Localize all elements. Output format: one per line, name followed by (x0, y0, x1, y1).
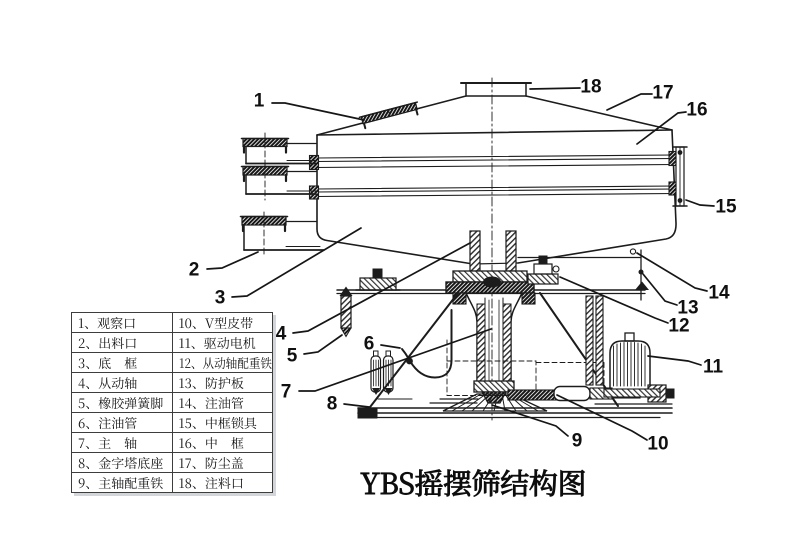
base-plate (357, 398, 673, 419)
leader-line-10 (556, 394, 648, 441)
callout-7: 7 (280, 381, 292, 403)
callout-1: 1 (253, 90, 265, 112)
callout-12: 12 (668, 315, 690, 337)
legend-cell-right: 17、防尘盖 (171, 452, 273, 473)
legend-cell-right: 15、中框锁具 (171, 412, 273, 433)
legend-cell-right: 16、中 框 (171, 432, 273, 453)
dust-cover (316, 82, 673, 136)
legend-cell-left: 2、出料口 (71, 332, 173, 353)
leader-line-11 (647, 355, 702, 366)
callout-18: 18 (580, 76, 602, 98)
leader-line-8 (343, 403, 370, 408)
discharge-spout-3 (239, 211, 325, 257)
flange-band-lower (308, 181, 679, 200)
callout-4: 4 (275, 323, 287, 345)
callout-14: 14 (708, 282, 730, 304)
callout-13: 13 (677, 297, 699, 319)
legend-cell-right: 11、驱动电机 (171, 332, 273, 353)
callout-5: 5 (286, 345, 298, 367)
leader-line-5 (303, 334, 343, 355)
leader-line-9 (491, 404, 569, 437)
legend-cell-left: 4、从动轴 (71, 372, 173, 393)
leader-line-6 (380, 344, 401, 349)
legend-cell-right: 10、V型皮带 (171, 312, 273, 333)
leader-line-4 (292, 242, 471, 334)
machine-body (239, 77, 688, 421)
discharge-spout-2 (240, 162, 317, 201)
legend-cell-right: 18、注料口 (171, 472, 273, 493)
drive-motor (609, 332, 651, 390)
frame-lock (672, 146, 688, 207)
callout-17: 17 (652, 82, 674, 104)
rubber-spring-foot (339, 286, 353, 338)
discharge-spout-1 (240, 132, 317, 171)
feed-inlet (460, 82, 532, 97)
callout-16: 16 (686, 99, 708, 121)
callout-11: 11 (702, 356, 724, 378)
main-shaft-assembly (445, 230, 536, 404)
leader-line-12 (559, 276, 669, 324)
leader-line-1 (271, 102, 365, 121)
oil-pipes (370, 350, 394, 395)
legend-cell-left: 5、橡胶弹簧脚 (71, 392, 173, 413)
leader-line-15 (685, 199, 715, 207)
legend-cell-left: 9、主轴配重铁 (71, 472, 173, 493)
callout-6: 6 (363, 333, 375, 355)
diagram-title: YBS摇摆筛结构图 (360, 462, 587, 503)
legend-cell-left: 3、底 框 (71, 352, 173, 373)
leader-line-13 (642, 273, 678, 306)
left-shaft-bracket (355, 268, 401, 291)
callout-leader-lines (206, 87, 715, 441)
legend-cell-left: 6、注油管 (71, 412, 173, 433)
legend-cell-right: 12、从动轴配重铁 (171, 352, 273, 373)
legend-cell-right: 14、注油管 (171, 392, 273, 413)
leader-line-3 (231, 227, 362, 298)
leader-line-2 (206, 251, 259, 270)
leader-line-18 (529, 87, 581, 90)
legend-cell-right: 13、防护板 (171, 372, 273, 393)
flange-band-upper (308, 150, 679, 171)
leader-line-14 (636, 252, 708, 292)
callout-9: 9 (571, 430, 583, 452)
legend-cell-left: 1、观察口 (71, 312, 173, 333)
legend-cell-left: 7、主 轴 (71, 432, 173, 453)
leader-line-17 (606, 93, 653, 111)
guard-plate-columns (585, 295, 604, 386)
drive-axle (429, 384, 675, 404)
observation-port (358, 101, 419, 130)
callout-8: 8 (326, 393, 338, 415)
driven-shaft-counterweight (527, 255, 560, 285)
leader-line-16 (636, 111, 687, 145)
callout-2: 2 (188, 259, 200, 281)
callout-10: 10 (647, 433, 669, 455)
oil-pipe-curve (401, 309, 453, 379)
callout-15: 15 (715, 196, 737, 218)
legend-cell-left: 8、金字塔底座 (71, 452, 173, 473)
middle-frame (316, 129, 677, 265)
leader-line-7 (298, 328, 492, 392)
callout-3: 3 (214, 287, 226, 309)
